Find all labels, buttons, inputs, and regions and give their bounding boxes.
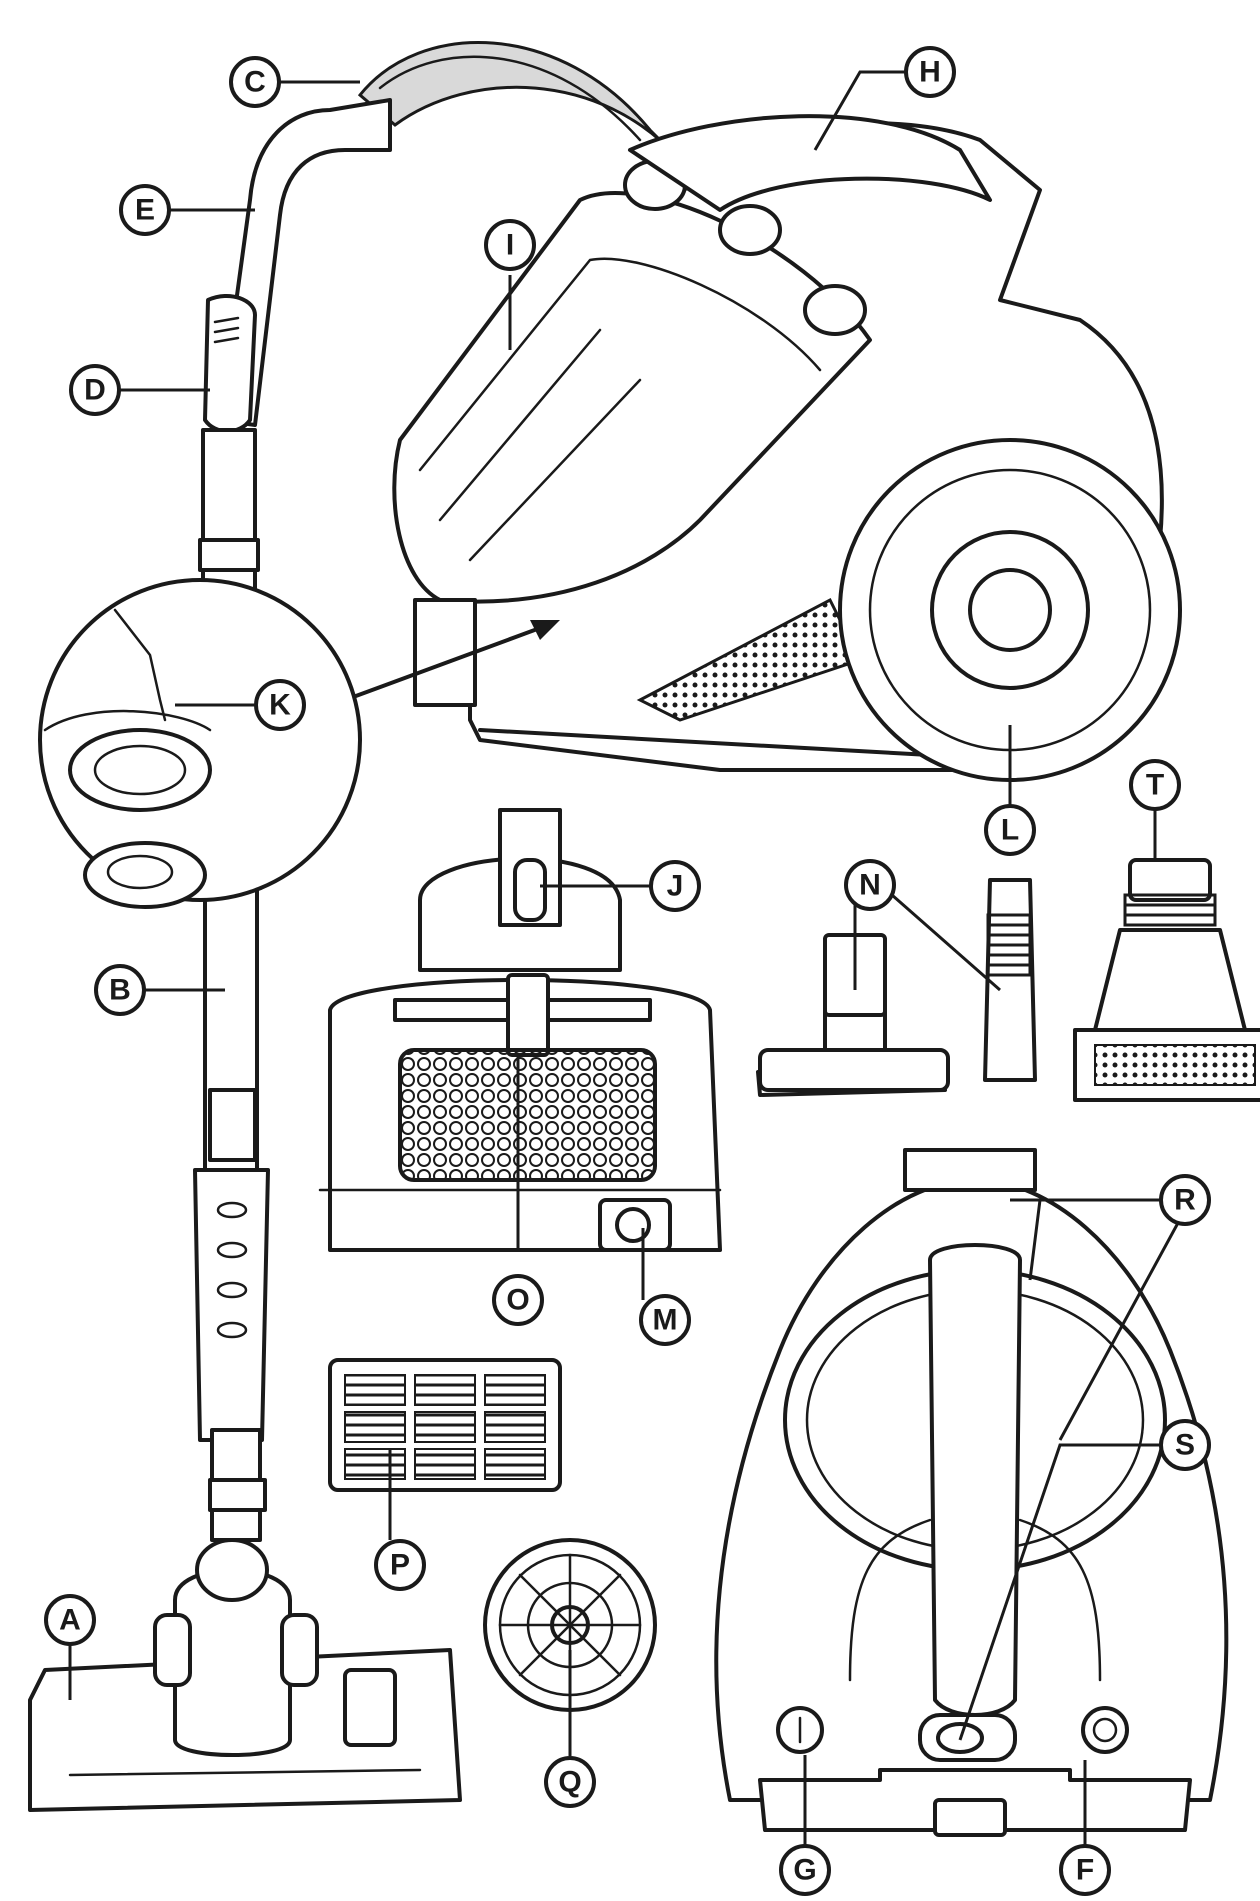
callout-A: A: [44, 1594, 96, 1646]
suction-regulator: [203, 294, 257, 434]
callout-P: P: [374, 1539, 426, 1591]
callout-Q: Q: [544, 1756, 596, 1808]
callout-F: F: [1059, 1844, 1111, 1896]
callout-M: M: [639, 1294, 691, 1346]
exhaust-filter-grill: [398, 1048, 657, 1182]
callout-label: I: [506, 229, 514, 262]
callout-N: N: [844, 859, 896, 911]
hose-handle: [218, 98, 392, 427]
callout-label: K: [269, 689, 291, 722]
callout-H: H: [904, 46, 956, 98]
callout-K: K: [254, 679, 306, 731]
turbo-brush: [1073, 858, 1260, 1102]
callout-label: P: [390, 1549, 410, 1582]
callout-label: O: [506, 1284, 529, 1317]
callout-label: E: [135, 194, 155, 227]
detail-magnifier: [38, 578, 362, 909]
callout-S: S: [1159, 1419, 1211, 1471]
callout-label: B: [109, 974, 131, 1007]
telescopic-tube-and-floor-brush: [28, 878, 462, 1812]
callout-label: L: [1001, 814, 1019, 847]
round-filter: [483, 1538, 657, 1712]
release-button: [513, 858, 547, 922]
callout-label: R: [1174, 1184, 1196, 1217]
callout-label: G: [793, 1854, 816, 1887]
callout-T: T: [1129, 759, 1181, 811]
callout-label: Q: [558, 1766, 581, 1799]
callout-label: H: [919, 56, 941, 89]
callout-label: J: [667, 870, 684, 903]
callout-J: J: [649, 860, 701, 912]
callout-label: F: [1076, 1854, 1094, 1887]
vacuum-canister-side: [198, 41, 1182, 782]
cord-rewind-icon: [1081, 1706, 1129, 1754]
callout-label: T: [1146, 769, 1164, 802]
accessory-tools: [756, 878, 1037, 1097]
callout-B: B: [94, 964, 146, 1016]
callout-label: S: [1175, 1429, 1195, 1462]
flexible-hose: [357, 41, 682, 162]
callout-label: M: [653, 1304, 678, 1337]
callout-label: C: [244, 66, 266, 99]
vacuum-front-view: [714, 1148, 1229, 1837]
callout-C: C: [229, 56, 281, 108]
callout-D: D: [69, 364, 121, 416]
rectangular-filter: [328, 1358, 562, 1492]
vacuum-rear-view: [318, 808, 722, 1252]
callout-G: G: [779, 1844, 831, 1896]
container-handle: [928, 1243, 1022, 1717]
power-socket-icon: [615, 1207, 651, 1243]
callout-E: E: [119, 184, 171, 236]
callout-label: N: [859, 869, 881, 902]
callout-I: I: [484, 219, 536, 271]
callout-L: L: [984, 804, 1036, 856]
callout-label: D: [84, 374, 106, 407]
callout-R: R: [1159, 1174, 1211, 1226]
carry-handle: [628, 114, 992, 212]
dust-container: [392, 191, 872, 604]
callout-label: A: [59, 1604, 81, 1637]
callout-O: O: [492, 1274, 544, 1326]
crevice-tool: [983, 878, 1037, 1082]
